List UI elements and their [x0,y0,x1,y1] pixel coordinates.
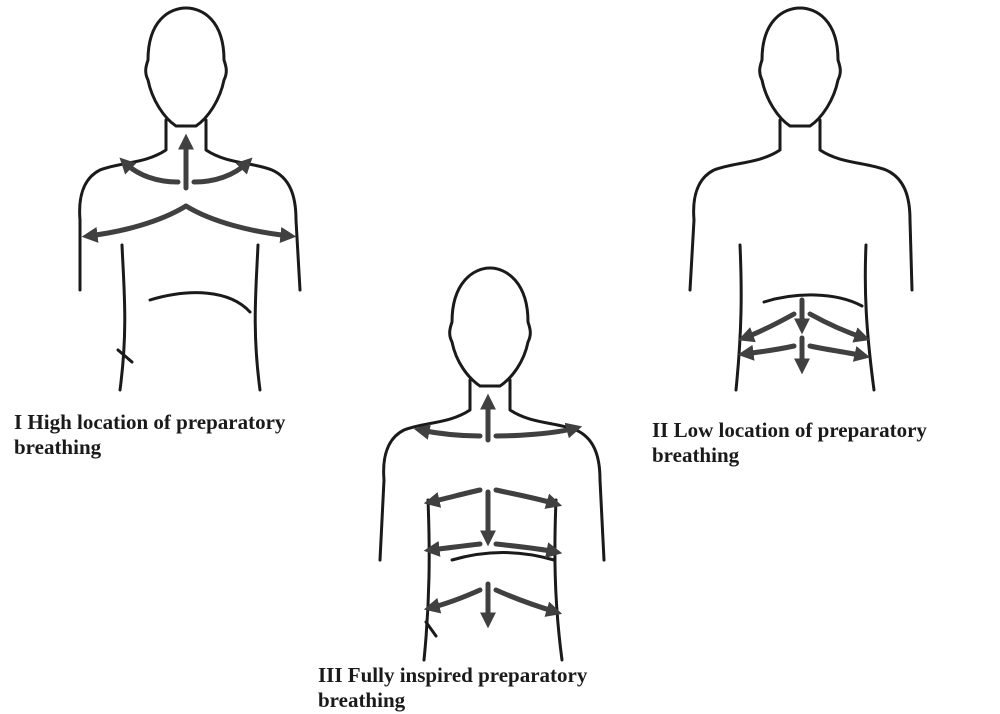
arrow-upper-right-icon [496,428,576,436]
arrow-right-icon [496,544,556,552]
arrow-upper-left-icon [420,430,480,436]
arrow-left-icon [744,314,794,338]
figure-low-breathing [690,8,912,390]
torso-outline [80,8,300,390]
arrow-right-icon [186,206,290,236]
arrow-left-icon [744,346,794,354]
breathing-arrows [744,300,864,368]
caption-high-location: I High location of preparatory breathing [14,410,374,460]
figure-high-breathing [80,8,300,390]
arrow-upper-right-icon [194,162,248,182]
arrow-left-icon [430,544,480,550]
arrow-right-icon [496,490,556,504]
arrow-right-icon [496,590,556,612]
torso-outline [690,8,912,390]
arrow-left-icon [430,490,480,502]
breathing-arrows [420,400,576,622]
arrow-left-icon [430,590,480,608]
figure-full-breathing [380,268,604,660]
breathing-arrows [88,140,290,236]
arrow-left-icon [88,206,186,236]
torso-outline [380,268,604,660]
arrow-upper-left-icon [124,162,178,182]
caption-low-location: II Low location of preparatory breathing [652,418,998,468]
caption-fully-inspired: III Fully inspired preparatory breathing [318,663,698,713]
arrow-right-icon [810,314,864,338]
arrow-right-icon [810,346,864,356]
